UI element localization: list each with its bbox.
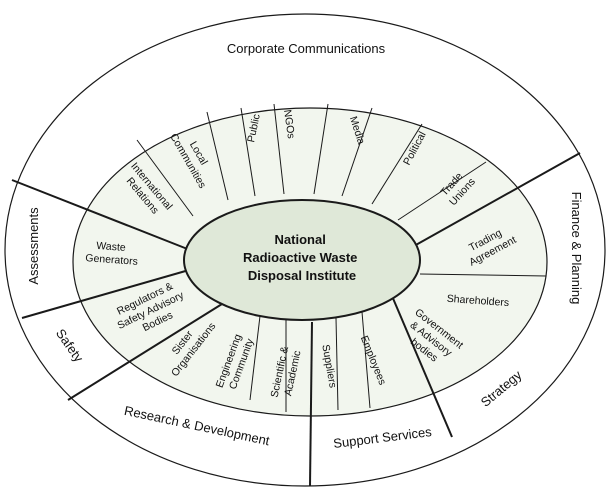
center-node	[183, 199, 421, 321]
inner-label-shareholders: Shareholders	[446, 293, 509, 309]
inner-dividers	[136, 103, 547, 412]
center-line-2: Radioactive Waste	[243, 250, 357, 265]
center-line-3: Disposal Institute	[248, 268, 356, 283]
outer-label-corporate: Corporate Communications	[227, 41, 386, 56]
outer-label-finance: Finance & Planning	[569, 192, 584, 305]
center-line-1: National	[275, 232, 326, 247]
inner-label-ngos: NGOs	[281, 109, 297, 140]
outer-dividers	[11, 152, 581, 487]
center-label: National Radioactive Waste Disposal Inst…	[243, 232, 361, 283]
inner-label-public: Public	[245, 113, 263, 143]
inner-label-waste: Waste Generators	[85, 239, 139, 268]
outer-label-assessments: Assessments	[26, 207, 41, 285]
